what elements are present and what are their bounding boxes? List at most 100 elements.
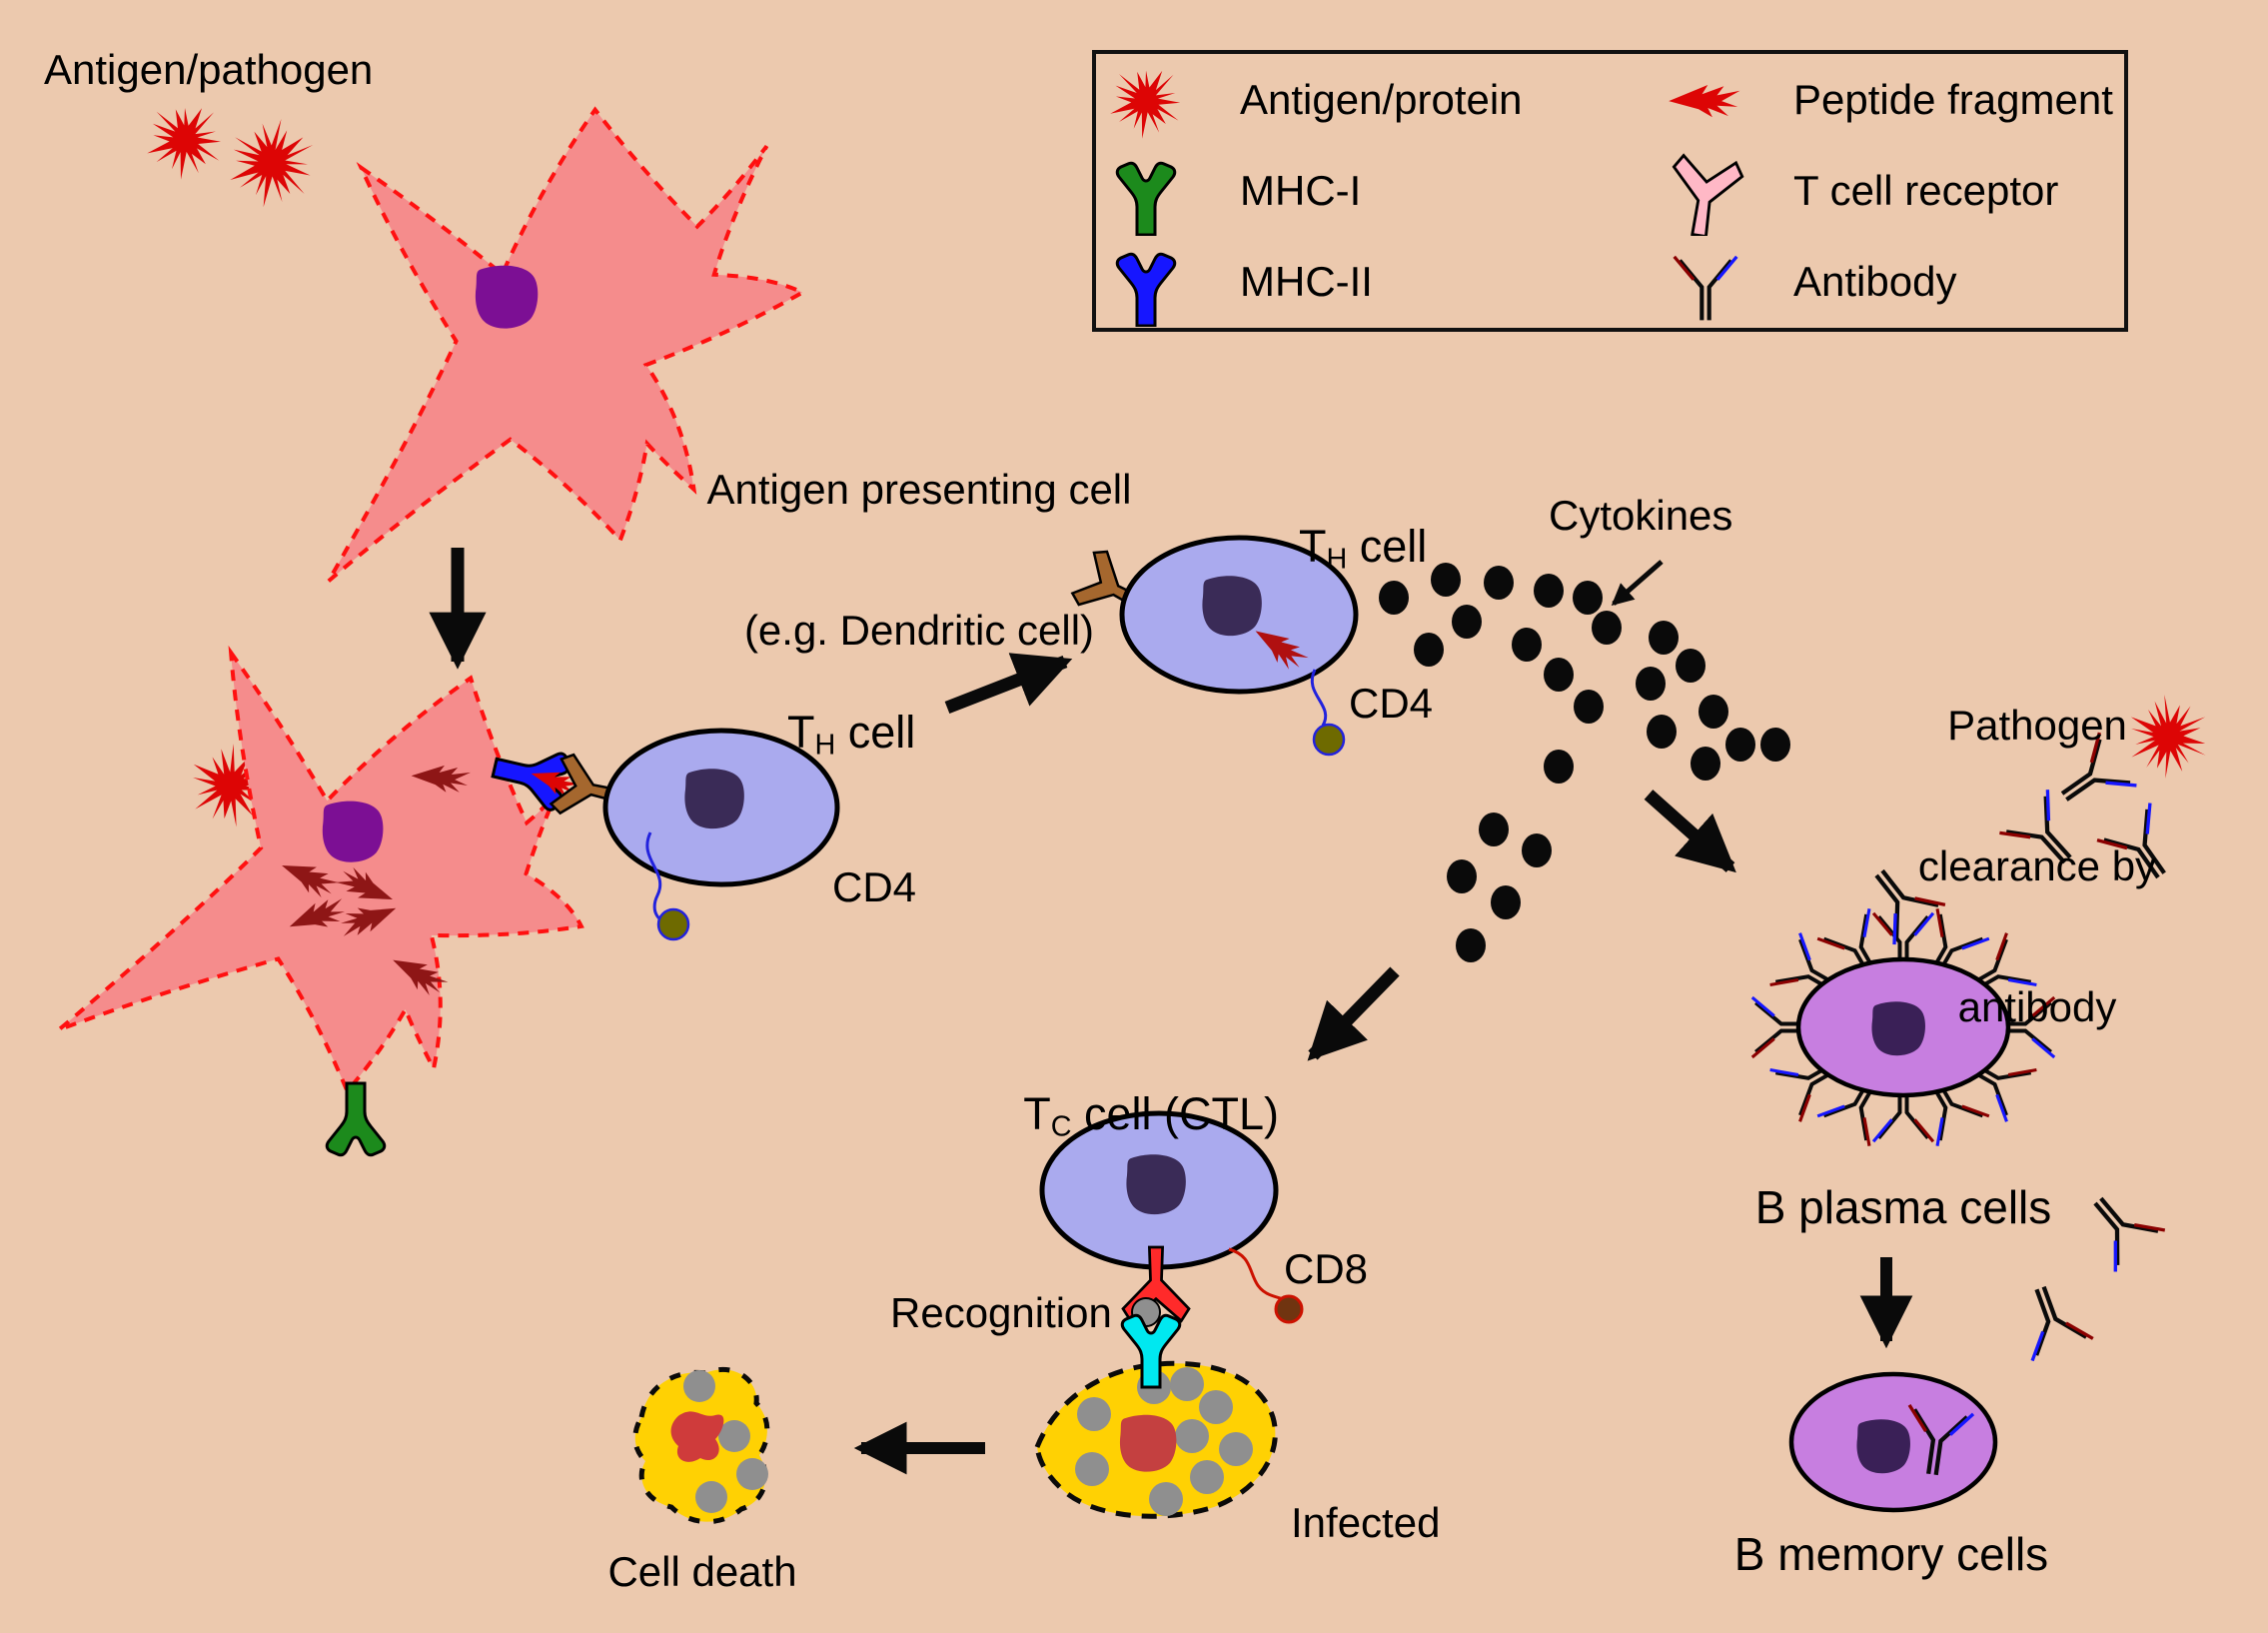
cytokine-dot: [1573, 581, 1603, 615]
legend-right-column: Peptide fragment T cell receptor Antibod…: [1656, 54, 2124, 328]
cytokine-dot: [1491, 885, 1521, 919]
cytokine-dot: [1725, 728, 1755, 762]
cytokine-dot: [1691, 747, 1720, 781]
cd4-receptor: [656, 907, 690, 941]
antigen-star-icon: [147, 108, 221, 180]
cd8-receptor: [1274, 1294, 1304, 1324]
vesicles: [1075, 1367, 1253, 1516]
cytokine-dot: [1484, 566, 1514, 600]
arrow-to-b-plasma: [1644, 790, 1736, 873]
cytokine-dot: [1522, 833, 1552, 867]
b-memory-label: B memory cells: [1733, 1528, 2049, 1580]
cytokine-dot: [1447, 859, 1477, 893]
cytokine-dot: [1452, 605, 1482, 639]
antibody-icon: [2010, 1277, 2093, 1361]
mhc2-icon: [1096, 237, 1196, 328]
cd8-stalk: [1228, 1247, 1293, 1306]
vesicle: [1219, 1432, 1253, 1466]
antigen-pathogen-label: Antigen/pathogen: [44, 46, 374, 93]
apc-label: Antigen presenting cell (e.g. Dendritic …: [659, 372, 1179, 701]
cytokine-dot: [1676, 649, 1705, 683]
legend-row-antigen: Antigen/protein: [1096, 54, 1656, 145]
cytokine-dot: [1431, 563, 1461, 597]
vesicle: [1077, 1397, 1111, 1431]
activated-dendritic-cell: [56, 607, 629, 1157]
vesicle: [1170, 1367, 1204, 1401]
apc-label-line1: Antigen presenting cell: [706, 466, 1132, 514]
cytokine-dot: [1592, 611, 1622, 645]
vesicle: [1199, 1390, 1233, 1424]
cytokine-dot: [1649, 621, 1679, 655]
cytokines-pointer-arrow: [1611, 560, 1664, 606]
tc-cell-label: TC cell (CTL): [1023, 1088, 1279, 1143]
b-plasma-label: B plasma cells: [1754, 1181, 2052, 1233]
cytokine-dot: [1456, 928, 1486, 962]
cytotoxic-t-cell: [1039, 1110, 1304, 1324]
vesicle: [1149, 1482, 1183, 1516]
antigen-pathogen-stars: [147, 108, 2206, 827]
cytokine-dot: [1479, 813, 1509, 846]
antibody-icon: [2073, 1180, 2165, 1272]
pathogen-clearance-label: Pathogen clearance by antibody: [1917, 702, 2157, 1031]
cytokine-dot: [1544, 750, 1574, 784]
legend-row-mhc1: MHC-I: [1096, 145, 1656, 236]
legend-left-column: Antigen/protein MHC-I MHC-II: [1096, 54, 1656, 328]
infected-cell-label: Infected cell: [1291, 1499, 1441, 1547]
vesicle: [736, 1458, 768, 1490]
apc-label-line2: (e.g. Dendritic cell): [743, 607, 1095, 655]
th-cell-1-label: TH cell: [786, 707, 916, 762]
cytokine-dot: [1647, 715, 1677, 749]
helper-t-cell-2: [1067, 535, 1359, 757]
antigen-star-icon: [1096, 55, 1196, 145]
vesicle: [1175, 1419, 1209, 1453]
vesicle: [718, 1420, 750, 1452]
vesicle: [683, 1370, 715, 1402]
vesicles: [683, 1370, 768, 1513]
peptide-fragment-icon: [1656, 55, 1755, 145]
cd4-label-1: CD4: [832, 863, 917, 910]
cd8-label: CD8: [1284, 1245, 1369, 1292]
legend-row-tcr: T cell receptor: [1656, 145, 2124, 236]
helper-t-cell-1: [548, 728, 840, 941]
tcell-receptor-icon: [1656, 146, 1755, 236]
mhc1-icon: [1096, 146, 1196, 236]
antigen-star-icon: [230, 118, 314, 208]
cd4-label-2: CD4: [1349, 680, 1434, 727]
cytokine-dots: [1379, 563, 1790, 962]
infected-cell: [1034, 1297, 1278, 1519]
mhc1-molecule: [325, 1081, 387, 1157]
cytokine-dot: [1760, 728, 1790, 762]
antigen-star-icon: [193, 744, 272, 827]
legend-row-antibody: Antibody: [1656, 237, 2124, 328]
infected-nucleus: [1119, 1414, 1177, 1472]
cell-death-label: Cell death: [607, 1548, 797, 1595]
cd4-stalk: [1310, 669, 1328, 727]
legend-box: Antigen/protein MHC-I MHC-II Peptide fra…: [1092, 50, 2128, 332]
dying-cell: [632, 1366, 770, 1525]
th-cell-2-label: TH cell: [1298, 521, 1428, 576]
cytokine-dot: [1512, 628, 1542, 662]
recognition-label: Recognition: [890, 1289, 1112, 1336]
vesicle: [695, 1481, 727, 1513]
cytokine-dot: [1699, 695, 1728, 729]
cytokine-dot: [1574, 690, 1604, 724]
b-plasma-cell: [1749, 906, 2057, 1148]
antibody-icon: [1656, 234, 1755, 330]
cytokine-dot: [1544, 658, 1574, 692]
arrow-to-tc-cell: [1307, 966, 1400, 1061]
b-memory-cell: [1788, 1371, 1998, 1513]
cytokine-dot: [1636, 667, 1666, 701]
cytokine-dot: [1534, 574, 1564, 608]
vesicle: [1190, 1460, 1224, 1494]
legend-row-peptide: Peptide fragment: [1656, 54, 2124, 145]
cytokine-dot: [1379, 581, 1409, 615]
fragmented-nucleus: [670, 1411, 724, 1462]
antigen-star-icon: [2130, 695, 2206, 779]
cd4-receptor: [1312, 723, 1346, 757]
cytokines-label: Cytokines: [1549, 492, 1733, 539]
cytokine-dot: [1414, 633, 1444, 667]
legend-row-mhc2: MHC-II: [1096, 237, 1656, 328]
arrow-th-activation: [944, 653, 1073, 715]
